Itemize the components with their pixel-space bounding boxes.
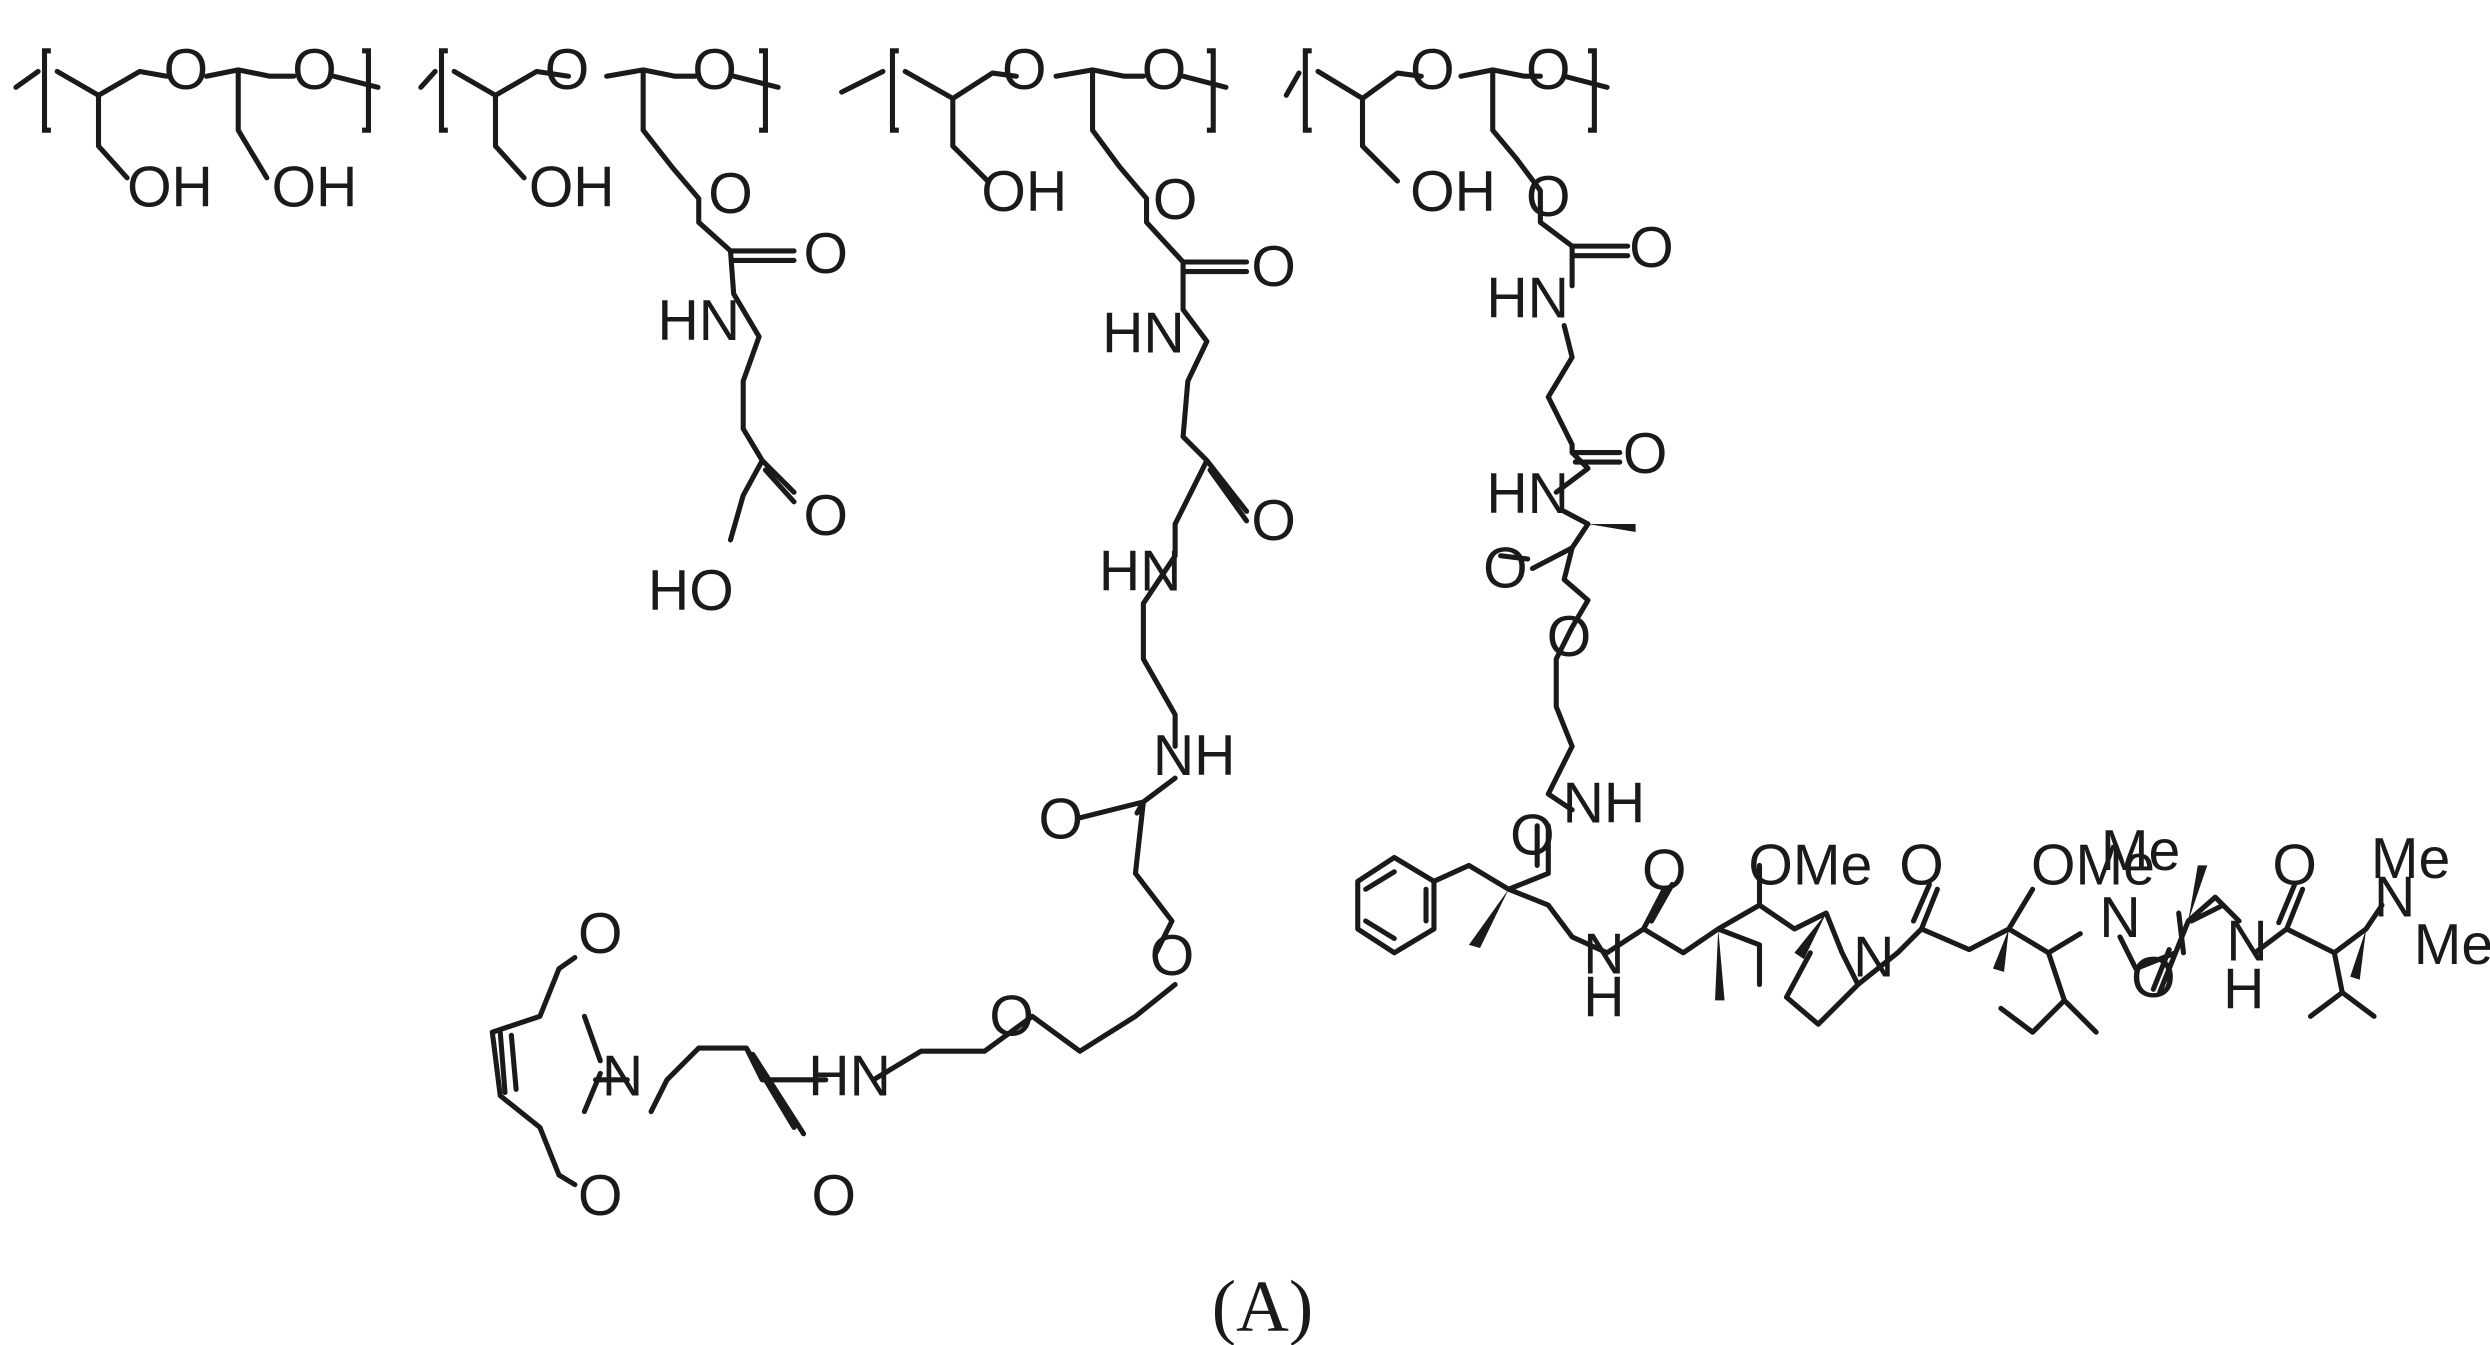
atom-amine: HN — [1102, 302, 1185, 366]
atom-oxygen: O — [1002, 38, 1046, 102]
bracket-right — [759, 51, 765, 130]
polymer-unit-4: O O OH O O HN O HN O O NH O O N H OMe N … — [1286, 38, 2490, 1032]
bracket-left — [892, 51, 898, 130]
atom-oxygen: O — [1642, 838, 1686, 902]
polymer-unit-1: O O OH OH — [16, 38, 378, 220]
atom-hydroxyl: OH — [127, 155, 213, 219]
atom-oxygen: O — [804, 222, 848, 286]
atom-amine: NH — [1563, 772, 1646, 836]
atom-oxygen: O — [2272, 833, 2316, 897]
atom-oxygen: O — [1899, 833, 1943, 897]
atom-oxygen: O — [1153, 168, 1197, 232]
atom-oxygen: O — [1510, 803, 1554, 867]
wedge-bond — [1469, 889, 1509, 948]
atom-amine: HN — [1486, 267, 1569, 331]
atom-oxygen: O — [164, 38, 208, 102]
atom-hydroxyl: OH — [1410, 160, 1496, 224]
methyl-label: Me — [2101, 819, 2180, 883]
wedge-bond — [1715, 929, 1725, 1000]
methyl-label: Me — [2414, 913, 2490, 977]
atom-oxygen: O — [578, 1164, 622, 1228]
bracket-left — [45, 51, 51, 130]
atom-nitrogen: N — [2099, 886, 2140, 950]
atom-amine: HN — [657, 289, 740, 353]
atom-oxygen: O — [1629, 216, 1673, 280]
atom-oxygen: O — [811, 1164, 855, 1228]
atom-oxygen: O — [1251, 489, 1295, 553]
atom-oxygen: O — [1150, 924, 1194, 988]
atom-oxygen: O — [692, 38, 736, 102]
bracket-right — [1207, 51, 1213, 130]
atom-oxygen: O — [1251, 235, 1295, 299]
atom-amine: HN — [1099, 540, 1182, 604]
atom-hydroxyl: OH — [981, 160, 1067, 224]
atom-oxygen: O — [1526, 38, 1570, 102]
bracket-right — [1588, 51, 1594, 130]
atom-oxygen: O — [292, 38, 336, 102]
atom-oxygen: O — [1526, 165, 1570, 229]
polymer-unit-2: O O OH O O HN O HO — [421, 38, 848, 623]
bracket-left — [441, 51, 447, 130]
atom-oxygen: O — [1483, 537, 1527, 601]
bond — [492, 958, 600, 1185]
atom-hydrogen: H — [2223, 957, 2264, 1021]
atom-oxygen: O — [989, 984, 1033, 1048]
maleimide-group: O N O — [492, 902, 643, 1228]
methyl-label: Me — [2371, 827, 2450, 891]
atom-nitrogen: N — [1853, 926, 1894, 990]
atom-amine: NH — [1153, 724, 1236, 788]
atom-hydrogen: H — [1583, 965, 1624, 1029]
figure-caption: (A) — [1212, 1266, 1313, 1345]
atom-oxygen: O — [1410, 38, 1454, 102]
atom-oxygen: O — [578, 902, 622, 966]
atom-oxygen: O — [1547, 605, 1591, 669]
hashed-wedge — [1588, 524, 1636, 532]
atom-oxygen: O — [708, 162, 752, 226]
atom-oxygen: O — [804, 484, 848, 548]
atom-oxygen: O — [2131, 946, 2175, 1010]
atom-oxygen: O — [1039, 787, 1083, 851]
atom-oxygen: O — [1142, 38, 1186, 102]
atom-hydroxyl: HO — [648, 559, 734, 623]
atom-hydroxyl: OH — [272, 155, 358, 219]
atom-amine: HN — [1486, 462, 1569, 526]
atom-oxygen: O — [545, 38, 589, 102]
atom-nitrogen: N — [602, 1045, 643, 1109]
bracket-left — [1305, 51, 1311, 130]
methoxy-label: OMe — [1748, 833, 1872, 897]
atom-amine: HN — [808, 1045, 891, 1109]
bracket-right — [362, 51, 368, 130]
atom-oxygen: O — [1623, 422, 1667, 486]
atom-hydroxyl: OH — [529, 155, 615, 219]
